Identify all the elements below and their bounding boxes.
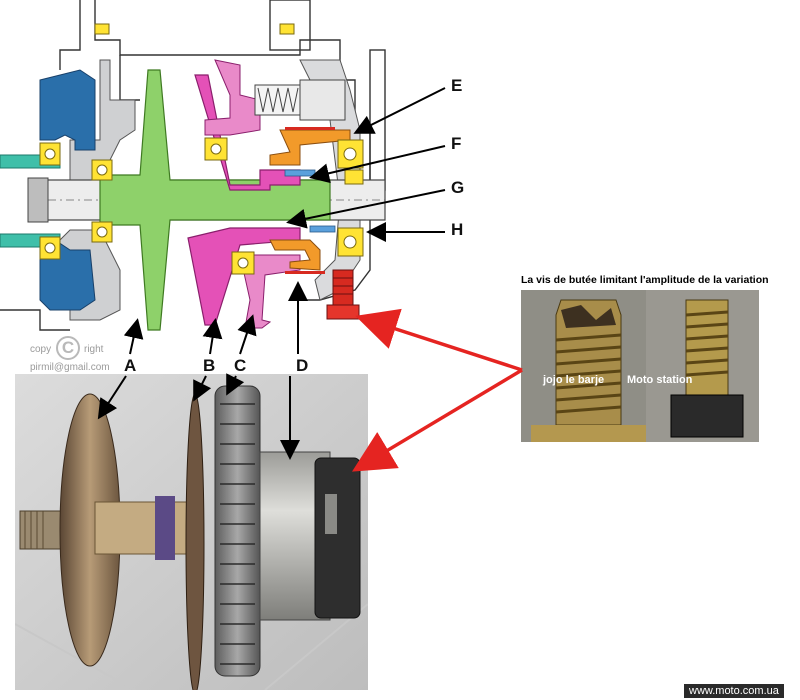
orange-part-upper [269,129,351,166]
shaft-nut [27,177,49,223]
housing-blue-upper [39,69,96,151]
label-a: A [124,356,137,375]
inset-title: La vis de butée limitant l'amplitude de … [521,274,769,286]
label-e: E [451,76,463,95]
copyright-email: pirmil@gmail.com [30,362,110,373]
copyright-word-copy: copy [30,344,52,355]
label-d: D [296,356,309,375]
moving-disc-photo [185,393,205,690]
blue-spacer [284,169,316,177]
screw-right [670,299,744,438]
watermark-url: www.moto.com.ua [684,684,784,698]
orange-part-lower [269,239,321,271]
spring [254,84,301,116]
screw-left [531,299,646,442]
label-f: F [451,134,462,153]
stop-screw-inset: La vis de butée limitant l'amplitude de … [521,274,769,442]
red-strip-lower [285,271,325,274]
inset-photo [521,290,759,442]
gear-photo [214,385,261,677]
copyright-word-right: right [84,344,104,355]
variator-photo [15,374,368,690]
upper-box [299,79,346,121]
label-b: B [203,356,216,375]
copyright-symbol: C [56,336,80,360]
inset-caption-left: jojo le barje [543,374,605,386]
copyright-mark: copy C right pirmil@gmail.com [30,336,160,376]
pink-light-upper [204,59,261,136]
inset-caption-right: Moto station [627,374,693,386]
label-h: H [451,220,464,239]
blue-spacer-lower [309,225,336,233]
stop-screw [326,269,360,320]
red-strip-upper [285,127,335,130]
label-g: G [451,178,465,197]
label-c: C [234,356,247,375]
